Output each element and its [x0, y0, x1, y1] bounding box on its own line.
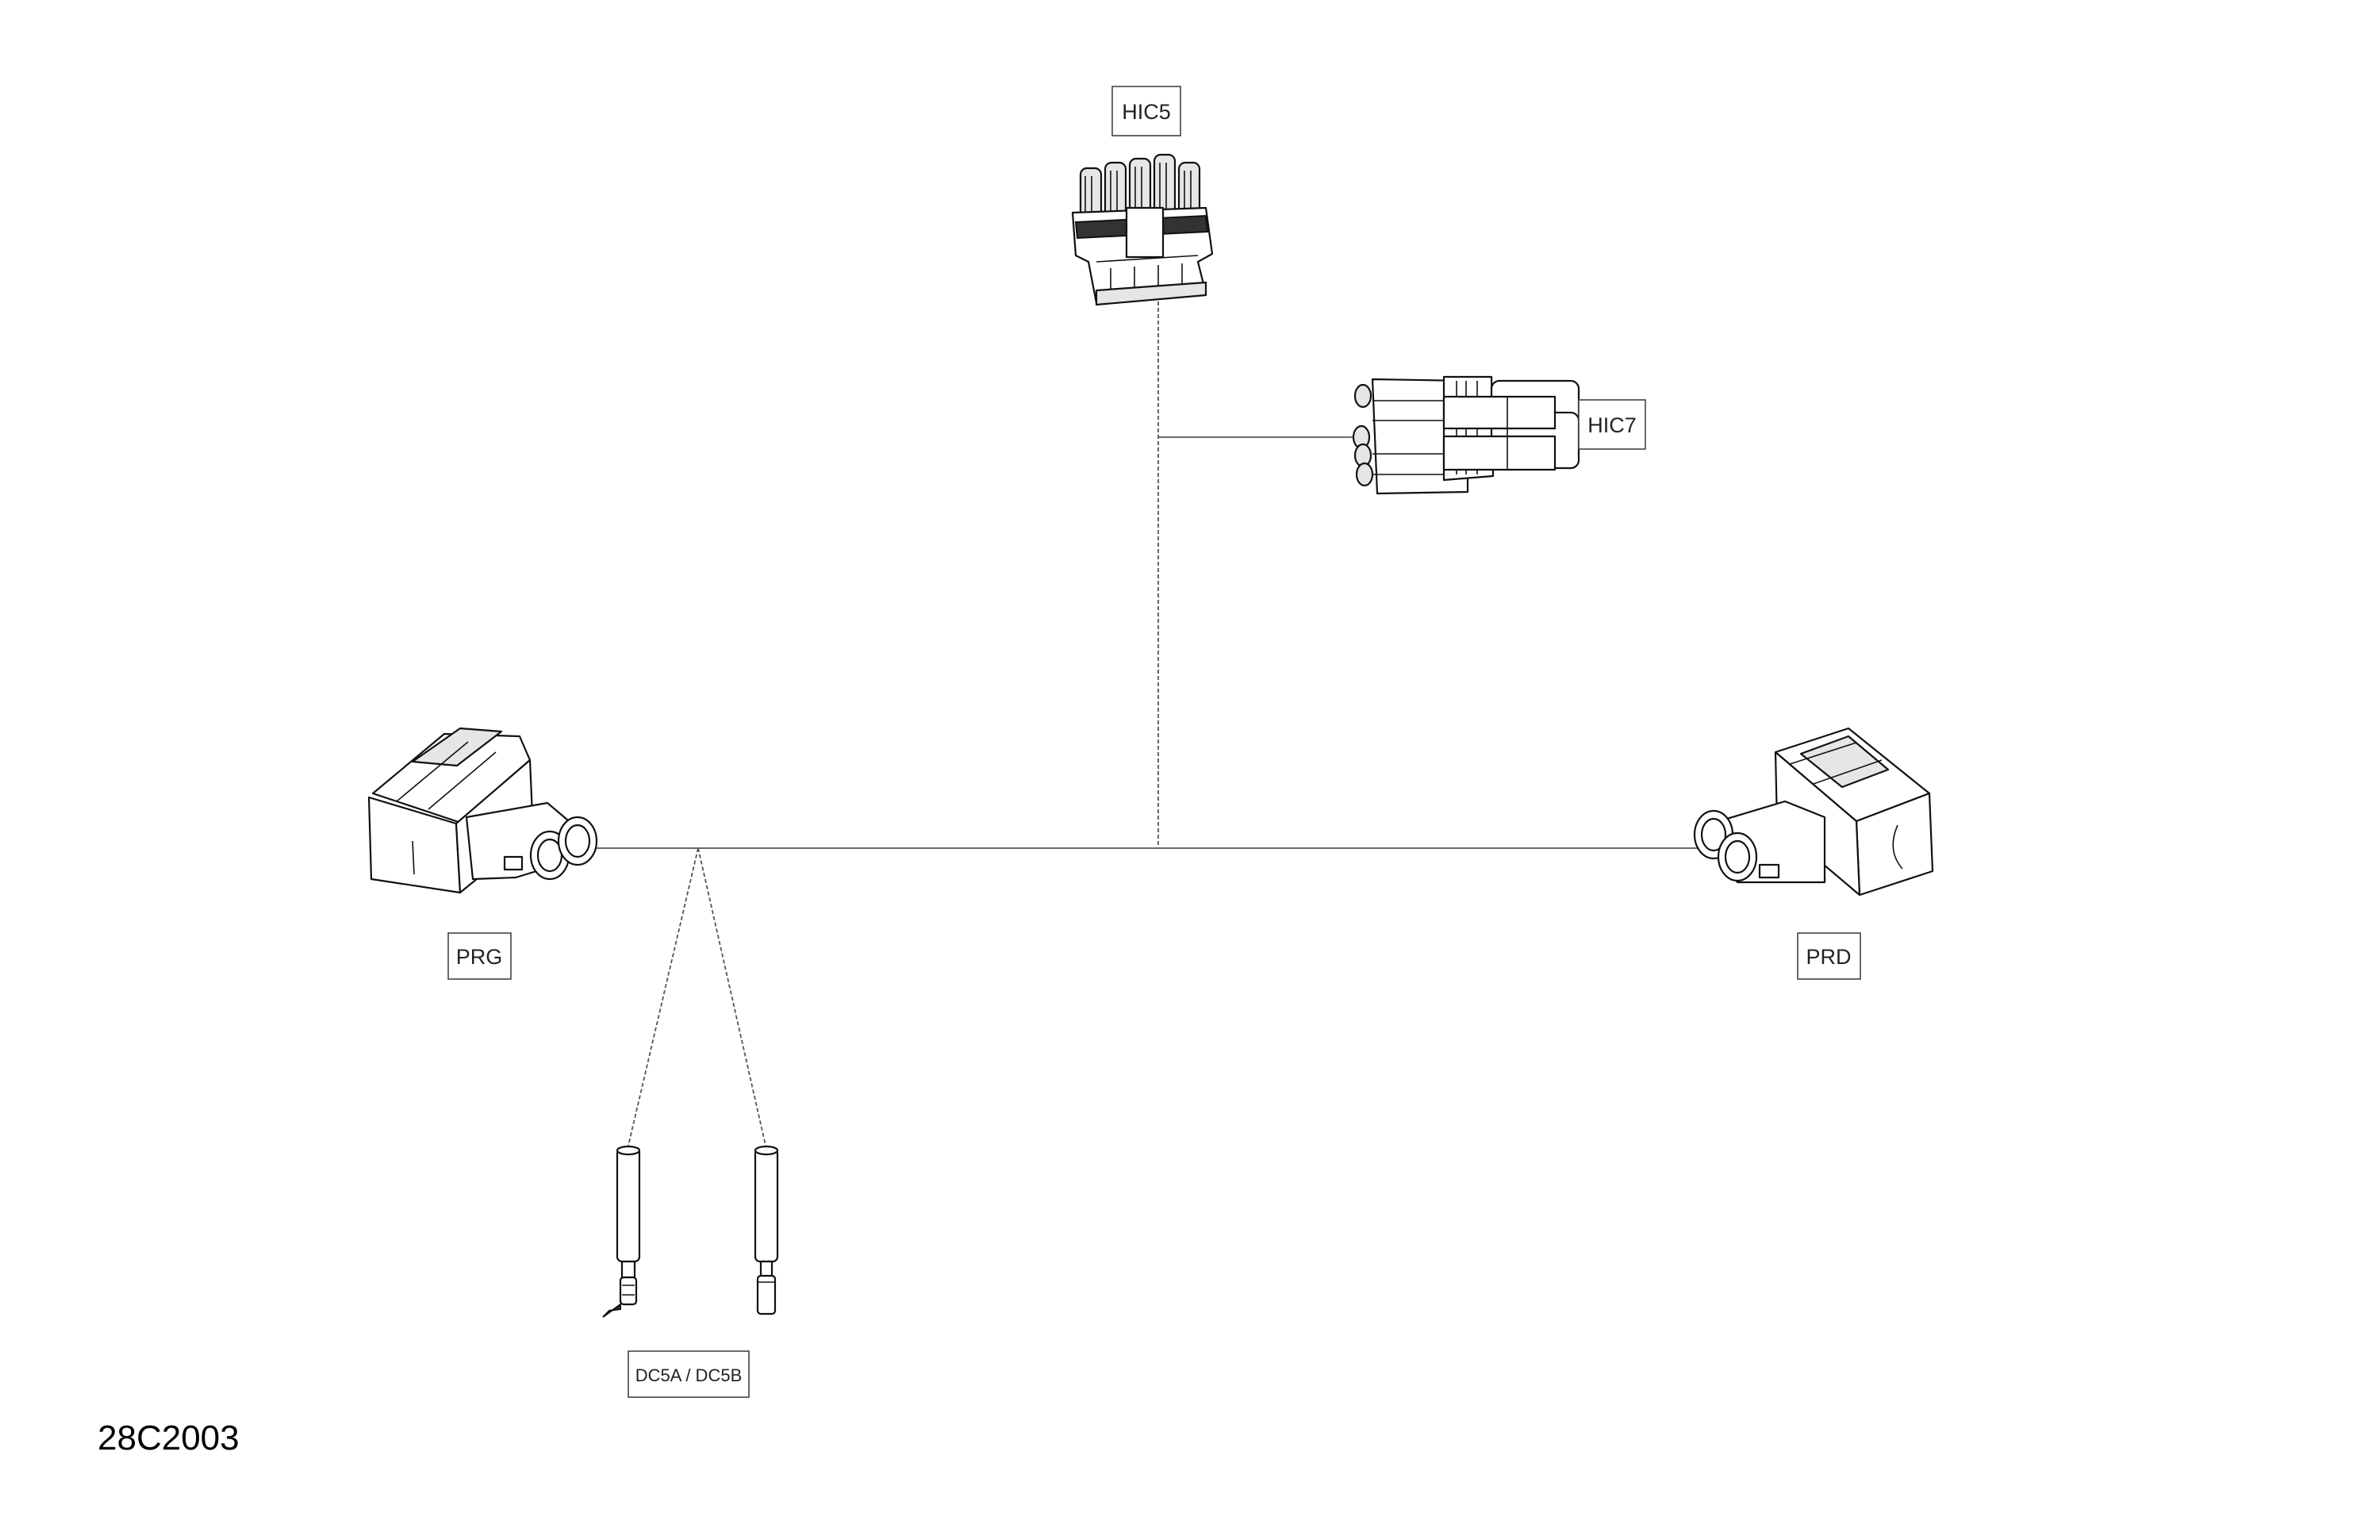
prg-label-text: PRG	[456, 945, 503, 969]
prd-label: PRD	[1797, 932, 1861, 980]
figure-code: 28C2003	[98, 1419, 240, 1457]
dc5b-terminal[interactable]	[754, 1145, 779, 1315]
dc5a-terminal[interactable]	[602, 1145, 641, 1318]
dc5a-branch-wire	[627, 847, 699, 1150]
prd-label-text: PRD	[1806, 945, 1851, 969]
hic5-label: HIC5	[1111, 86, 1181, 136]
harness-wires	[583, 301, 1706, 1150]
prg-connector[interactable]	[367, 727, 598, 894]
prd-connector[interactable]	[1693, 727, 1934, 897]
hic7-label-text: HIC7	[1587, 413, 1637, 437]
hic5-label-text: HIC5	[1122, 100, 1171, 124]
hic7-connector[interactable]	[1352, 375, 1580, 495]
hic7-label: HIC7	[1578, 399, 1646, 450]
dc5-label: DC5A / DC5B	[628, 1350, 750, 1398]
hic5-connector[interactable]	[1071, 153, 1214, 306]
prg-label: PRG	[447, 932, 512, 980]
dc5-label-text: DC5A / DC5B	[635, 1365, 743, 1385]
dc5b-branch-wire	[697, 847, 767, 1150]
